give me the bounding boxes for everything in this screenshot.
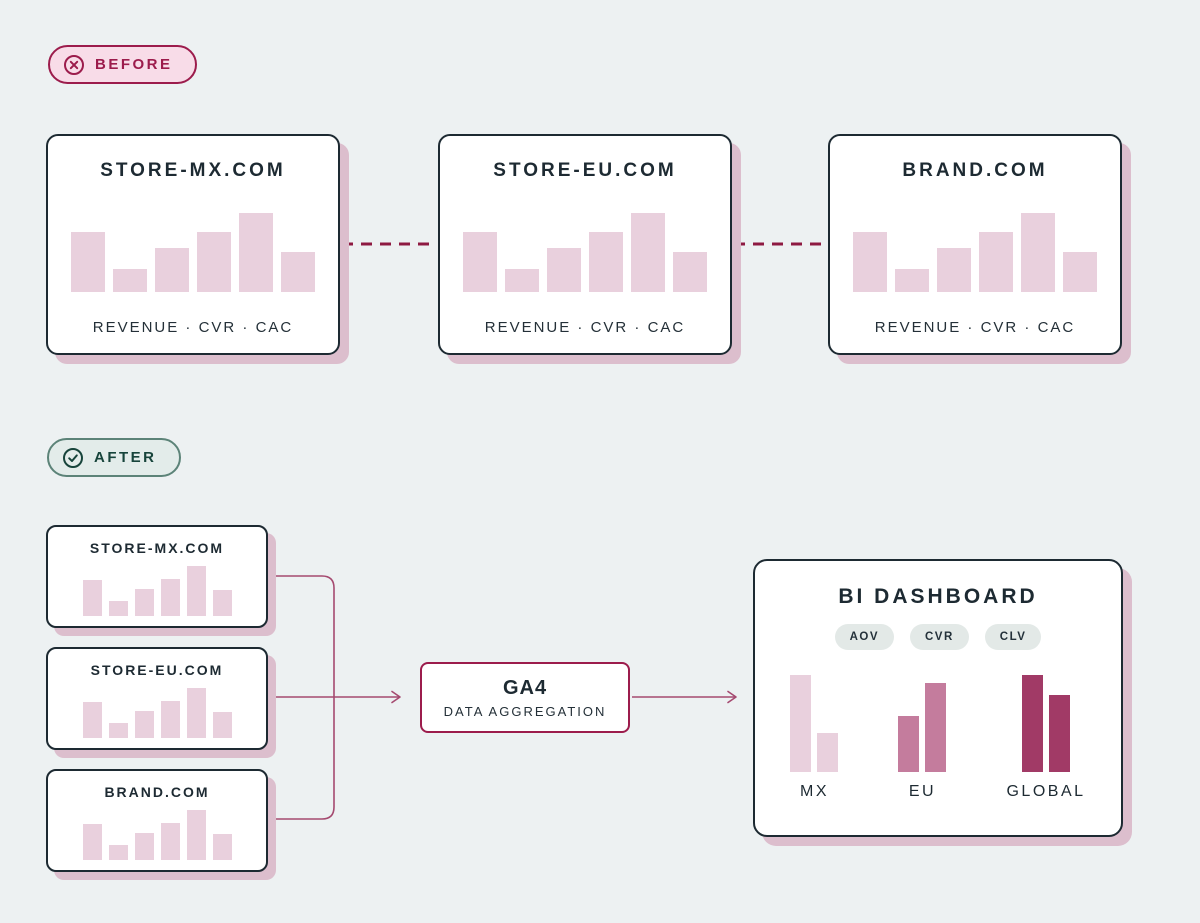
bar [505,269,539,292]
bar [186,810,206,860]
bar [160,823,180,860]
mini-bar-chart [463,213,707,292]
check-circle-icon [63,447,83,468]
ga4-title: GA4 [502,676,548,699]
bar-group-mx: MX [790,675,839,801]
metrics-label: REVENUE · CVR · CAC [92,319,294,336]
x-circle-icon [64,54,84,75]
kpi-pill-cvr: CVR [909,624,969,650]
group-bars [898,675,947,772]
bar [631,213,665,292]
bar [160,579,180,616]
group-bars [790,675,839,772]
arrowhead-icon [391,690,401,704]
before-card-store-eu: STORE-EU.COM REVENUE · CVR · CAC [438,134,732,355]
mini-bar-chart [82,688,232,738]
bar [134,711,154,738]
bi-dashboard-card: BI DASHBOARD AOV CVR CLV MX EU GLOBAL [753,559,1123,837]
bar [979,232,1013,292]
metrics-label: REVENUE · CVR · CAC [874,319,1076,336]
after-badge-label: AFTER [94,449,157,466]
bar [673,252,707,292]
bar [212,834,232,860]
source-card-brand: BRAND.COM [46,769,268,872]
mini-bar-chart [82,810,232,860]
bar [281,252,315,292]
bar [134,589,154,616]
bar [1022,675,1043,772]
group-label: GLOBAL [1006,783,1086,800]
before-card-store-mx: STORE-MX.COM REVENUE · CVR · CAC [46,134,340,355]
dashboard-bar-chart: MX EU GLOBAL [790,675,1085,801]
card-title: STORE-EU.COM [90,662,224,678]
source-card-store-eu: STORE-EU.COM [46,647,268,750]
metrics-label: REVENUE · CVR · CAC [484,319,686,336]
bar [82,580,102,616]
arrowhead-icon [727,690,737,704]
group-label: MX [799,783,829,800]
bar [589,232,623,292]
bar [790,675,812,772]
bar [134,833,154,860]
bar [547,248,581,292]
bar [108,601,128,616]
bar [82,702,102,738]
before-card-brand: BRAND.COM REVENUE · CVR · CAC [828,134,1122,355]
mini-bar-chart [71,213,315,292]
ga4-subtitle: DATA AGGREGATION [443,703,607,719]
bar [186,566,206,616]
bar-group-global: GLOBAL [1006,675,1085,801]
bar [239,213,273,292]
kpi-pill-row: AOV CVR CLV [834,624,1042,650]
bi-dashboard-title: BI DASHBOARD [838,585,1038,608]
bar [817,733,839,772]
card-title: BRAND.COM [104,784,210,800]
before-badge: BEFORE [48,45,197,84]
card-title: STORE-MX.COM [89,540,225,556]
bar [853,232,887,292]
bar [925,683,947,772]
bar-group-eu: EU [898,675,947,801]
bar [160,701,180,738]
bar [1063,252,1097,292]
mini-bar-chart [853,213,1097,292]
mini-bar-chart [82,566,232,616]
card-title: STORE-MX.COM [100,160,286,181]
bar [108,845,128,860]
ga4-aggregation-node: GA4 DATA AGGREGATION [420,662,630,733]
kpi-pill-aov: AOV [834,624,894,650]
bar [113,269,147,292]
bar [71,232,105,292]
bar [108,723,128,738]
before-badge-label: BEFORE [95,56,173,73]
bar [895,269,929,292]
bar [1021,213,1055,292]
bar [1049,695,1070,772]
group-label: EU [908,783,937,800]
bar [212,590,232,616]
kpi-pill-clv: CLV [984,624,1042,650]
bar [155,248,189,292]
bar [937,248,971,292]
card-title: STORE-EU.COM [493,160,677,181]
bar [197,232,231,292]
group-bars [1022,675,1070,772]
source-card-store-mx: STORE-MX.COM [46,525,268,628]
bar [186,688,206,738]
bar [463,232,497,292]
bar [212,712,232,738]
bar [898,716,920,772]
after-badge: AFTER [47,438,181,477]
bar [82,824,102,860]
card-title: BRAND.COM [902,160,1048,181]
